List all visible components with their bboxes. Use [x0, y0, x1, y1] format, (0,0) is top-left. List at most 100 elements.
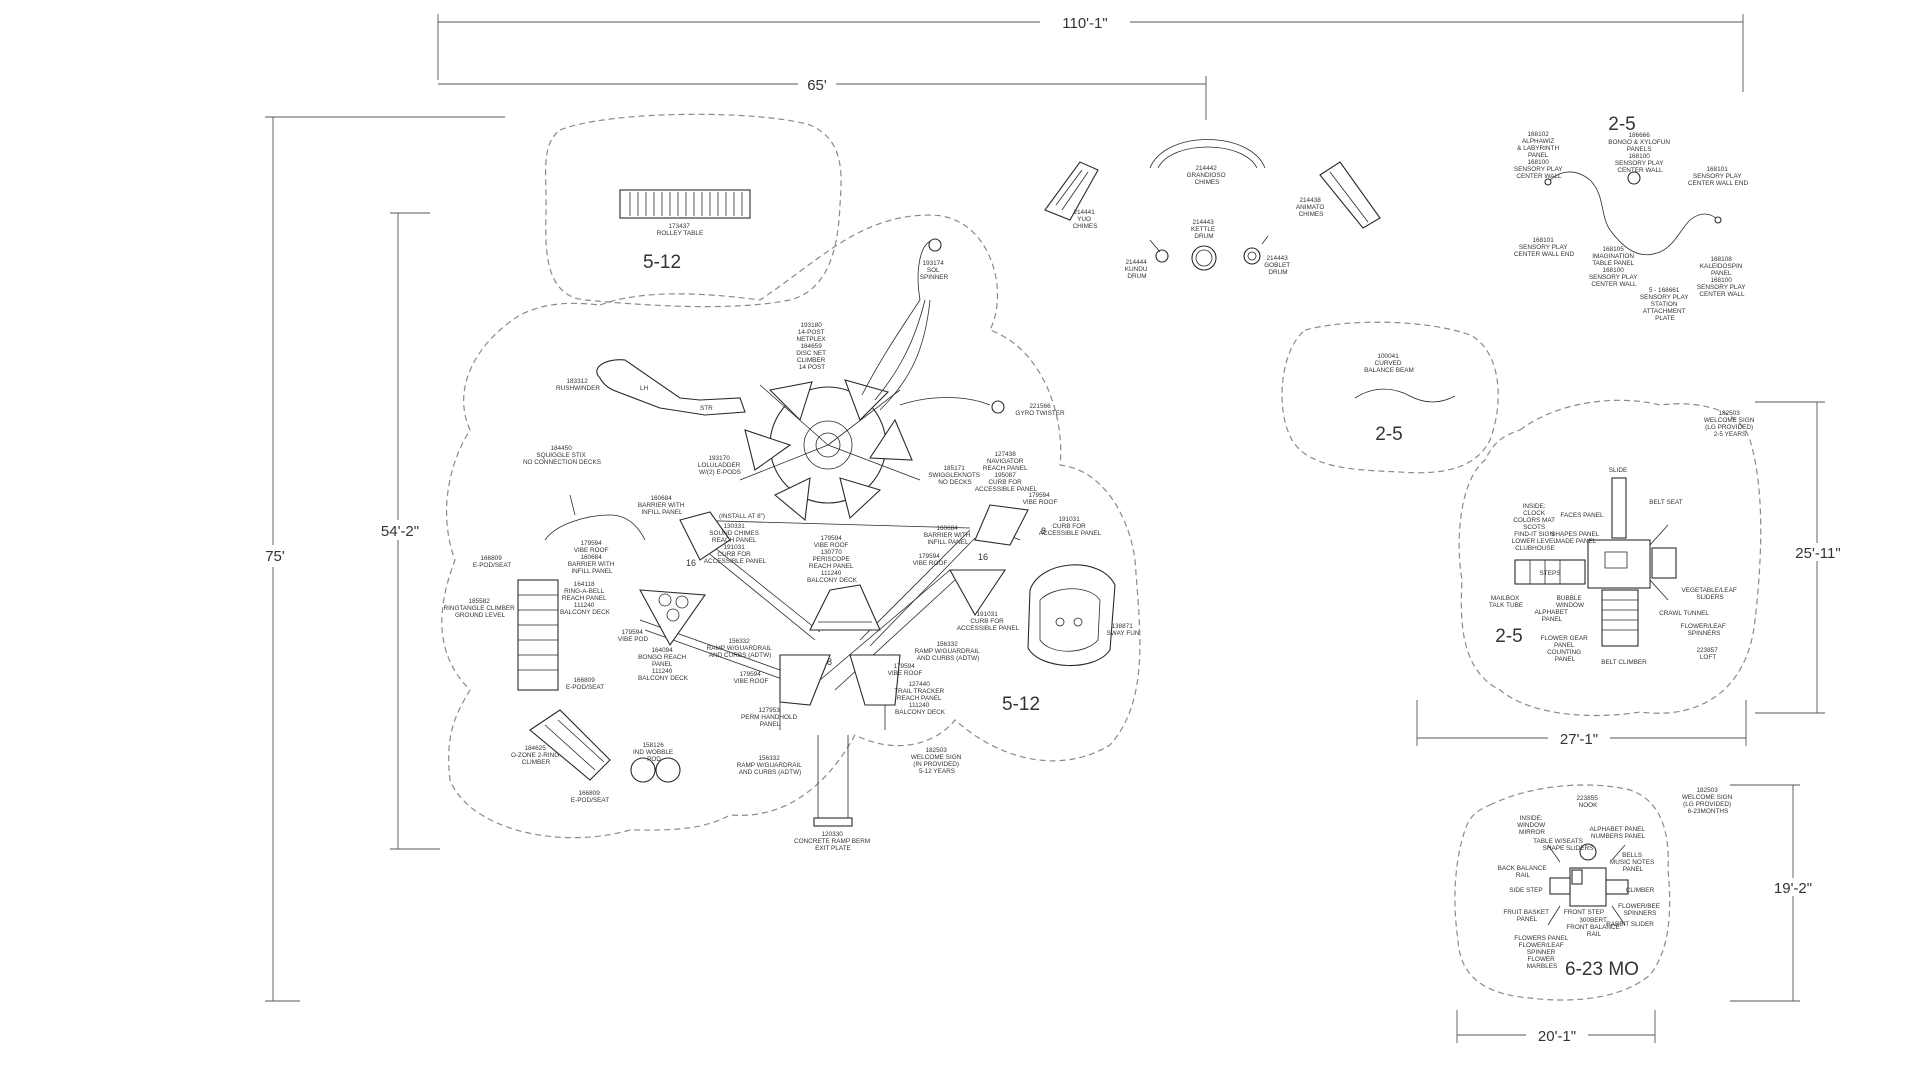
barrier-right-label: 160684 BARRIER WITH INFILL PANEL: [924, 525, 972, 546]
balance-beam-boundary: [1281, 321, 1499, 474]
toddler-mailbox-label: MAILBOX TALK TUBE: [1489, 595, 1523, 609]
swiggle-knots-label: 185171 SWIGGLEKNOTS NO DECKS: [928, 465, 982, 486]
ramp-exit-label: 120330 CONCRETE RAMP BERM EXIT PLATE: [794, 831, 872, 852]
infant-shape-sliders-label: SHAPE SLIDERS: [1543, 845, 1594, 852]
ramp-bottom-label: 156332 RAMP W/GUARDRAIL AND CURBS (ADTW): [737, 755, 804, 776]
infant-boundary: [1454, 784, 1671, 1001]
ringtangle-climber: [517, 579, 559, 691]
table-area-boundary: [545, 113, 842, 308]
sound-chimes-label: 130331 SOUND CHIMES REACH PANEL 191031 C…: [704, 523, 767, 565]
squiggle-stix-label: 184450 SQUIGGLE STIX NO CONNECTION DECKS: [523, 445, 601, 466]
ramp-exit-plate: [813, 817, 853, 827]
deck-bottom-left: [779, 654, 831, 706]
curb-right1-label: 191031 CURB FOR ACCESSIBLE PANEL: [1039, 516, 1102, 537]
toddler-inside-label: INSIDE: CLOCK COLORS MAT SCOTS FIND-IT S…: [1512, 503, 1559, 552]
sway-fun: [1027, 564, 1116, 667]
ringtangle-label: 185582 RINGTANGLE CLIMBER GROUND LEVEL: [443, 598, 516, 619]
rolley-table-label: 173437 ROLLEY TABLE: [657, 223, 704, 237]
welcome-sign-infant-label: 182503 WELCOME SIGN (LG PROVIDED) 6-23MO…: [1682, 787, 1734, 815]
age-group-labels: 5-12 5-12 2-5 2-5 2-5 6-23 MO: [643, 114, 1639, 980]
toddler-belt-seat-label: BELT SEAT: [1649, 499, 1682, 506]
toddler-bubble-label: BUBBLE WINDOW: [1556, 595, 1585, 609]
rushwinder-slide: LH STR 183312 RUSHWINDER: [556, 359, 746, 416]
welcome-sign-25-label: 182503 WELCOME SIGN (LG PROVIDED) 2-5 YE…: [1704, 410, 1756, 438]
deck-height-16-right: 16: [978, 552, 988, 562]
deck-navigator: [974, 504, 1029, 546]
yuo-chimes: 214441 YUO CHIMES: [1044, 161, 1099, 230]
o-zone-label: 184625 O-ZONE 2-RING CLIMBER: [511, 745, 561, 766]
goblet-drum-label: 214443 GOBLET DRUM: [1264, 255, 1292, 276]
squiggle-stix: [544, 494, 646, 541]
trail-tracker-label: 127440 TRAIL TRACKER REACH PANEL 111240 …: [894, 681, 946, 716]
svg-text:STR: STR: [700, 405, 713, 412]
toddler-deck: [1587, 539, 1651, 589]
sol-spinner-label: 193174 SOL SPINNER: [920, 260, 949, 281]
infant-flower-bee-label: FLOWER/BEE SPINNERS: [1618, 903, 1662, 917]
infant-nook-label: 223855 NOOK: [1576, 795, 1599, 809]
deck-right-16: [949, 569, 1007, 617]
infant-back-balance-label: BACK BALANCE RAIL: [1498, 865, 1549, 879]
infant-rabbit-label: RABBIT SLIDER: [1606, 921, 1654, 928]
o-zone-climber: [529, 709, 611, 781]
toddler-flower-gear-label: FLOWER GEAR PANEL COUNTING PANEL: [1540, 635, 1589, 663]
infant-height-dimension: 19'-2": [1774, 880, 1812, 897]
vibe-roof-bottom-left-label: 179594 VIBE ROOF: [734, 671, 769, 685]
toddler-belt-climber-label: BELT CLIMBER: [1601, 659, 1647, 666]
curb-right2-label: 191031 CURB FOR ACCESSIBLE PANEL: [957, 611, 1020, 632]
toddler-height-dimension: 25'-11": [1795, 545, 1840, 562]
yuo-chimes-label: 214441 YUO CHIMES: [1073, 209, 1098, 230]
toddler-steps: [1514, 559, 1586, 585]
infant-fruit-label: FRUIT BASKET PANEL: [1503, 909, 1550, 923]
wobble-pod: [630, 757, 681, 783]
infant-front-step-label: FRONT STEP: [1564, 909, 1604, 916]
toddler-alphabet-label: ALPHABET PANEL: [1534, 609, 1569, 623]
sway-fun-label: 138871 SWAY FUN: [1107, 623, 1140, 637]
age-label-table: 5-12: [643, 252, 681, 273]
curved-balance-beam: 100041 CURVED BALANCE BEAM: [1354, 353, 1456, 403]
ramp-right-label: 156332 RAMP W/GUARDRAIL AND CURBS (ADTW): [915, 641, 982, 662]
main-play-structure: 193174 SOL SPINNER LH STR 183312 RUSHWIN…: [443, 238, 1140, 852]
e-pod-seat-1-label: 166809 E-POD/SEAT: [473, 555, 511, 569]
bongo-reach-label: 164094 BONGO REACH PANEL 111240 BALCONY …: [638, 647, 689, 682]
deck-height-8-right: 8: [1041, 526, 1046, 536]
e-pod-seat-3-label: 166809 E-POD/SEAT: [571, 790, 609, 804]
kettle-drum: 214443 KETTLE DRUM: [1191, 219, 1217, 271]
deck-periscope: [809, 584, 881, 631]
vibe-roof-right2-label: 179594 VIBE ROOF: [1023, 492, 1058, 506]
rolley-table: 173437 ROLLEY TABLE: [619, 189, 751, 237]
age-label-sensory: 2-5: [1608, 114, 1635, 135]
barrier-left-label: 160684 BARRIER WITH INFILL PANEL: [638, 495, 686, 516]
overall-height-dimension: 75': [265, 548, 285, 565]
netplex-tower: [739, 379, 921, 522]
grandioso-chimes-label: 214442 GRANDIOSO CHIMES: [1187, 165, 1228, 186]
gyro-twister: GYRO TWISTER 221566: [899, 397, 1065, 417]
vibe-roof-right1-label: 179594 VIBE ROOF: [913, 553, 948, 567]
ramp-left-label: 156332 RAMP W/GUARDRAIL AND CURBS (ADTW): [707, 638, 774, 659]
gyro-twister-label: GYRO TWISTER: [1015, 410, 1065, 417]
toddler-crawl-label: CRAWL TUNNEL: [1659, 610, 1709, 617]
dimension-lines: 110'-1" 65' 75' 54'-2" 25'-11" 27'-1" 19…: [264, 14, 1852, 1045]
use-zone-boundaries: [441, 113, 1762, 1001]
deck-height-16-left: 16: [686, 558, 696, 568]
ring-a-bell-label: 164118 RING-A-BELL REACH PANEL 111240 BA…: [560, 581, 611, 616]
width-65-dimension: 65': [807, 77, 827, 94]
sensory-play-wall: 168102 ALPHAWIZ & LABYRINTH PANEL 168100…: [1514, 131, 1749, 322]
age-label-infant: 6-23 MO: [1565, 959, 1639, 980]
bongo-xylofun-label: 186666 BONGO & XYLOFUN PANELS 168100 SEN…: [1608, 132, 1672, 174]
periscope-label: 179594 VIBE ROOF 130770 PERISCOPE REACH …: [807, 535, 858, 584]
kaleidospin-label: 168108 KALEIDOSPIN PANEL 168100 SENSORY …: [1697, 256, 1747, 298]
age-label-main: 5-12: [1002, 694, 1040, 715]
kundu-drum-label: 214444 KUNDU DRUM: [1125, 259, 1150, 280]
deck-left-16: [679, 511, 731, 561]
overall-width-dimension: 110'-1": [1062, 15, 1107, 32]
toddler-structure: SLIDE BELT SEAT INSIDE: CLOCK COLORS MAT…: [1489, 410, 1756, 666]
alphawiz-label: 168102 ALPHAWIZ & LABYRINTH PANEL 168100…: [1514, 131, 1564, 180]
sensory-end-left-label: 168101 SENSORY PLAY CENTER WALL END: [1514, 237, 1575, 258]
vibe-pod-label: 179594 VIBE POD: [618, 629, 649, 643]
toddler-faces-label: FACES PANEL: [1560, 512, 1604, 519]
age-label-toddler: 2-5: [1495, 626, 1522, 647]
welcome-sign-512-label: 182503 WELCOME SIGN (IN PROVIDED) 5-12 Y…: [911, 747, 963, 775]
toddler-slide-label: SLIDE: [1609, 467, 1627, 474]
age-label-balance: 2-5: [1375, 424, 1402, 445]
deck-bottom-right: [849, 654, 901, 706]
